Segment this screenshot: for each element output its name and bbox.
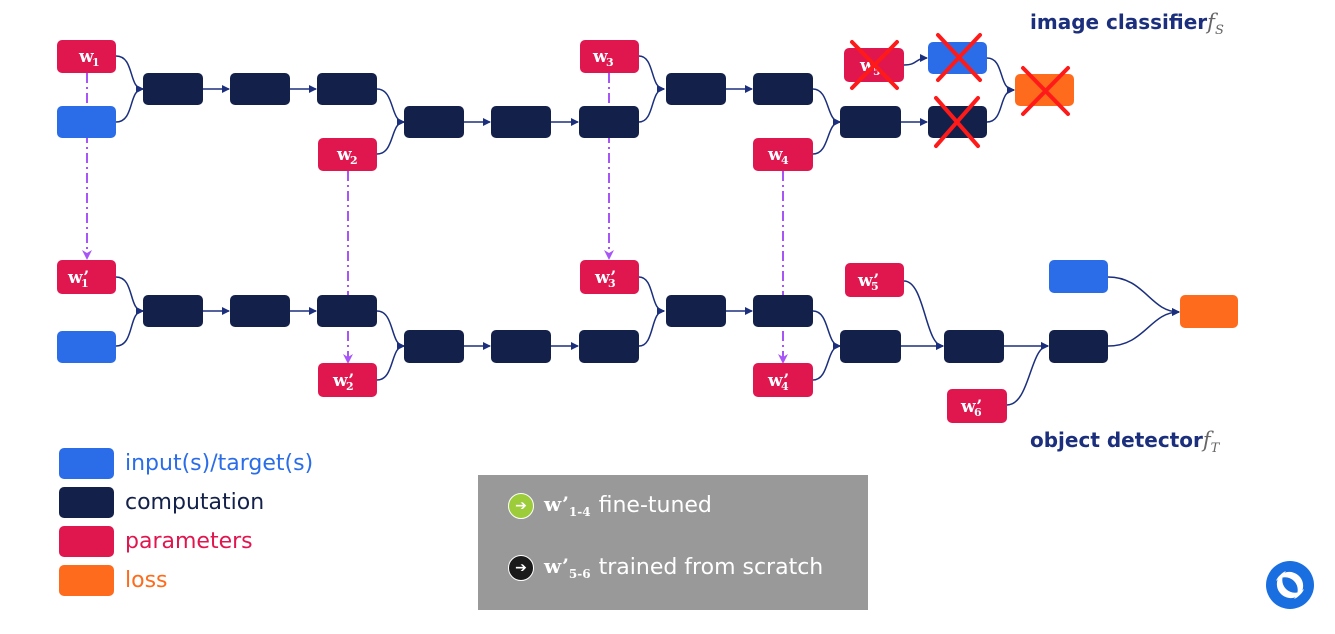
compute-node — [1049, 330, 1108, 363]
compute-node — [404, 106, 464, 138]
param-w5-prime: w’5 — [845, 263, 904, 297]
compute-node — [404, 330, 464, 363]
compute-node — [579, 330, 639, 363]
param-w6-prime: w’6 — [947, 389, 1007, 423]
compute-node — [579, 106, 639, 138]
legend-item-computation: computation — [59, 483, 313, 522]
legend-label: input(s)/target(s) — [125, 451, 314, 476]
transfer-arrows — [82, 73, 788, 364]
svg-text:4: 4 — [781, 154, 789, 167]
cross-icon — [850, 40, 899, 90]
svg-text:2: 2 — [346, 380, 354, 393]
svg-text:w: w — [78, 47, 94, 67]
compute-node — [317, 73, 377, 105]
svg-text:w’: w’ — [67, 268, 89, 288]
legend: input(s)/target(s) computation parameter… — [59, 444, 313, 600]
arrow-right-circle-icon: ➔ — [508, 492, 534, 519]
legend-item-loss: loss — [59, 561, 313, 600]
cross-icon — [936, 33, 982, 82]
compute-node — [753, 73, 813, 105]
svg-text:w’: w’ — [960, 397, 982, 417]
param-w3-prime: w’3 — [580, 260, 639, 294]
legend-swatch — [59, 565, 114, 596]
info-label: fine-tuned — [598, 493, 712, 518]
input-node — [57, 331, 116, 363]
legend-item-parameters: parameters — [59, 522, 313, 561]
svg-text:1: 1 — [81, 277, 89, 290]
compute-node — [666, 73, 726, 105]
top-edges — [115, 54, 1015, 155]
param-w2-prime: w’2 — [318, 363, 377, 397]
svg-text:w’: w’ — [767, 371, 789, 391]
input-node — [57, 106, 116, 138]
compute-node — [143, 73, 203, 105]
removed-cross-icons — [850, 33, 1070, 148]
param-w2: w2 — [318, 138, 377, 171]
svg-text:w’: w’ — [857, 271, 879, 291]
legend-swatch — [59, 448, 114, 479]
svg-text:2: 2 — [350, 154, 358, 167]
svg-text:w: w — [592, 47, 608, 67]
svg-text:w’: w’ — [332, 371, 354, 391]
legend-label: loss — [125, 568, 168, 593]
bottom-edges — [115, 276, 1180, 406]
compute-node — [491, 330, 551, 363]
compute-node — [840, 106, 901, 138]
legend-swatch — [59, 526, 114, 557]
cross-icon — [934, 96, 980, 148]
svg-text:w’: w’ — [594, 268, 616, 288]
compute-node — [840, 330, 901, 363]
param-w4: w4 — [753, 138, 813, 171]
compute-node — [230, 295, 290, 327]
compute-node — [230, 73, 290, 105]
svg-text:6: 6 — [974, 406, 982, 419]
info-label: trained from scratch — [598, 555, 824, 580]
svg-text:w: w — [767, 145, 783, 165]
svg-text:3: 3 — [608, 277, 616, 290]
compute-node — [944, 330, 1004, 363]
info-row-finetuned: ➔ w’1-4 fine-tuned — [508, 492, 712, 519]
loss-node — [1180, 295, 1238, 328]
param-w3: w3 — [580, 40, 639, 73]
legend-label: computation — [125, 490, 265, 515]
info-row-scratch: ➔ w’5-6 trained from scratch — [508, 554, 823, 581]
param-w1: w1 — [57, 40, 116, 73]
legend-swatch — [59, 487, 114, 518]
svg-text:w: w — [336, 145, 352, 165]
compute-node — [666, 295, 726, 327]
svg-text:4: 4 — [781, 380, 789, 393]
param-w4-prime: w’4 — [753, 363, 813, 397]
cross-icon — [1021, 66, 1070, 116]
svg-text:3: 3 — [606, 56, 614, 69]
legend-label: parameters — [125, 529, 253, 554]
svg-text:5: 5 — [873, 65, 881, 78]
bottom-network-title: object detectorfT — [1030, 428, 1220, 457]
info-box: ➔ w’1-4 fine-tuned ➔ w’5-6 trained from … — [478, 475, 868, 610]
svg-text:5: 5 — [871, 280, 879, 293]
compute-node — [491, 106, 551, 138]
legend-item-input: input(s)/target(s) — [59, 444, 313, 483]
param-w1-prime: w’1 — [57, 260, 116, 294]
info-symbol: w’5-6 — [544, 554, 591, 581]
svg-text:1: 1 — [92, 56, 100, 69]
top-network: w1 w2 w3 w4 w5 — [57, 40, 1074, 171]
info-symbol: w’1-4 — [544, 492, 591, 519]
arrow-right-circle-icon: ➔ — [508, 554, 534, 581]
top-network-title: image classifierfS — [1030, 10, 1224, 39]
logo-icon — [1266, 561, 1314, 609]
target-node — [1049, 260, 1108, 293]
bottom-network: w’1 w’2 w’3 w’4 w’5 w’6 — [57, 260, 1238, 423]
compute-node — [753, 295, 813, 327]
compute-node — [317, 295, 377, 327]
compute-node — [143, 295, 203, 327]
